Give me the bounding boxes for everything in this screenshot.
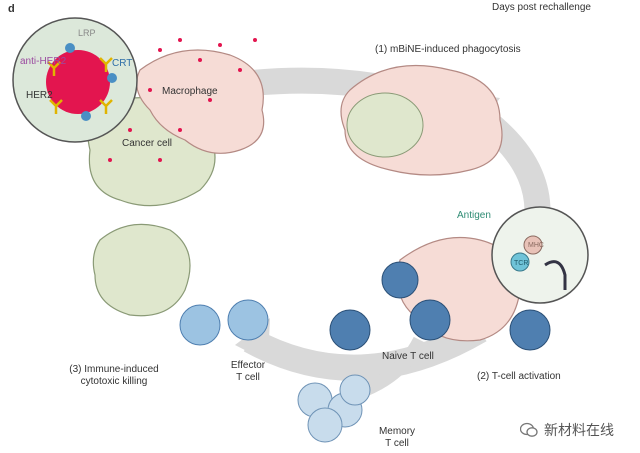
naive-t-cell-label: Naive T cell bbox=[382, 351, 434, 362]
crt-label: CRT bbox=[112, 58, 133, 69]
anti-her2-label: anti-HER2 bbox=[20, 56, 67, 67]
macrophage-shape bbox=[136, 49, 265, 154]
effector-label-line2: T cell bbox=[236, 372, 260, 383]
her2-label: HER2 bbox=[26, 90, 53, 101]
antibody-markers bbox=[47, 57, 113, 114]
step3-label-line2: cytotoxic killing bbox=[80, 376, 148, 387]
cancer-cell-label: Cancer cell bbox=[122, 138, 173, 149]
cd-marker bbox=[544, 260, 567, 290]
memory-label-line1: Memory bbox=[378, 426, 416, 437]
step3-label-line1: (3) Immune-induced bbox=[69, 364, 159, 375]
mhc-molecule bbox=[523, 235, 543, 255]
watermark-text: 新材料在线 bbox=[544, 423, 614, 439]
naive-t-cells bbox=[329, 261, 551, 351]
synapse-inset-circle bbox=[491, 206, 589, 304]
antigen-label: Antigen bbox=[457, 210, 491, 221]
tcr-label: TCR bbox=[514, 260, 529, 267]
wechat-icon bbox=[520, 422, 538, 437]
step2-label: (2) T-cell activation bbox=[477, 371, 561, 382]
watermark: 新材料在线 bbox=[520, 420, 614, 440]
memory-label-line2: T cell bbox=[385, 438, 409, 449]
nanoparticle-dots bbox=[108, 38, 257, 162]
tcr-molecule bbox=[510, 252, 530, 272]
memory-t-cells bbox=[297, 374, 371, 443]
effector-t-cells bbox=[179, 299, 269, 346]
crt-markers bbox=[65, 43, 117, 121]
lrp-label: LRP bbox=[78, 28, 96, 38]
effector-label-line1: Effector bbox=[230, 360, 266, 371]
dying-cancer-cell bbox=[92, 223, 191, 317]
mhc-label: MHC bbox=[528, 242, 544, 249]
engulfed-cancer-cell bbox=[346, 92, 424, 158]
panel-letter: d bbox=[8, 3, 15, 15]
top-right-caption: Days post rechallenge bbox=[492, 2, 591, 13]
macrophage-label: Macrophage bbox=[162, 86, 218, 97]
step1-label: (1) mBiNE-induced phagocytosis bbox=[375, 44, 521, 55]
nanoparticle bbox=[46, 50, 110, 114]
